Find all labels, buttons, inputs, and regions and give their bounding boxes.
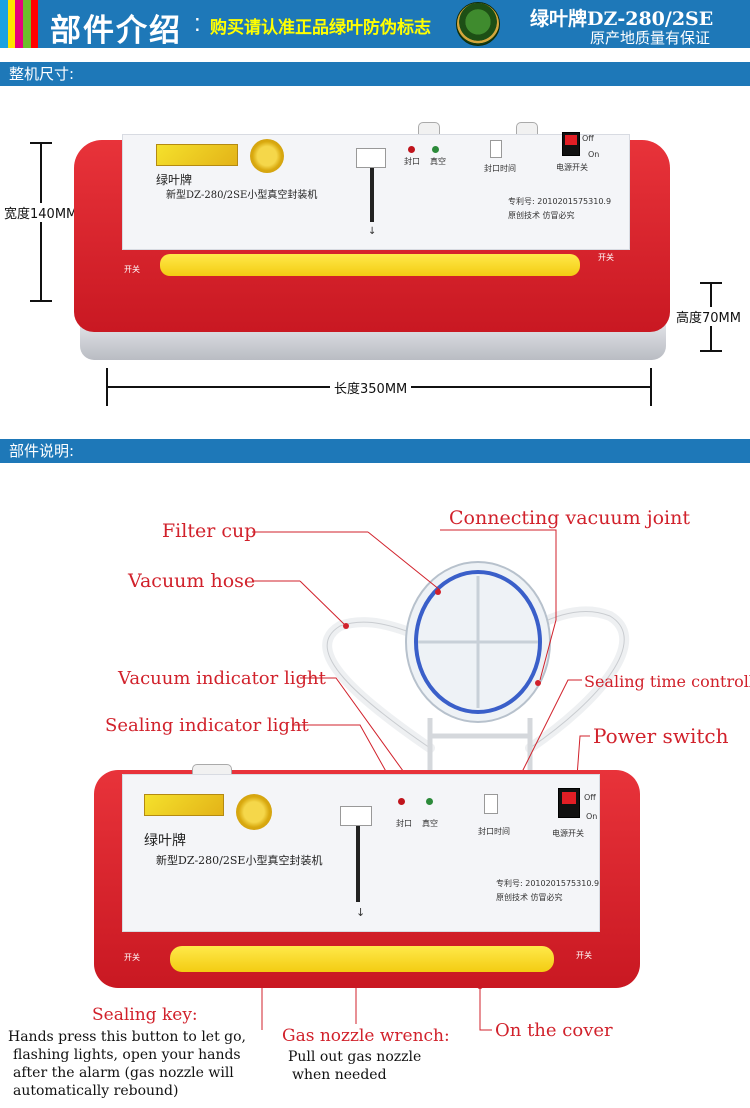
sealing-light-label: 封口: [404, 157, 420, 166]
callout-sealing-time: Sealing time controller: [584, 672, 750, 691]
section-dimensions-title: 整机尺寸:: [0, 62, 750, 86]
height-dimension-cap-top: [700, 282, 722, 284]
height-label: 高度70MM: [676, 307, 741, 326]
off-label: Off: [582, 134, 594, 143]
machine2-off-label: Off: [584, 793, 596, 802]
vacuum-light-label: 真空: [430, 157, 446, 166]
machine2-sealing-light-icon: [398, 798, 405, 805]
on-label: On: [588, 150, 600, 159]
sealing-bar: [160, 254, 580, 276]
stripe-4: [23, 0, 31, 48]
callout-power-switch: Power switch: [593, 724, 729, 748]
gas-wrench-desc-2: when needed: [292, 1067, 387, 1083]
callout-vacuum-indicator: Vacuum indicator light: [118, 668, 326, 689]
length-label: 长度350MM: [330, 378, 412, 397]
header-title: 部件介绍: [50, 13, 182, 48]
header-colon: :: [194, 10, 201, 37]
machine2-brand-text: 绿叶牌: [144, 833, 186, 849]
length-dimension-cap-right: [650, 368, 652, 406]
callout-sealing-indicator: Sealing indicator light: [105, 715, 309, 736]
stripe-2: [7, 0, 16, 48]
machine2-slider-slot: [356, 820, 360, 902]
callout-vacuum-hose: Vacuum hose: [128, 570, 256, 592]
header-banner: 部件介绍 : 购买请认准正品绿叶防伪标志 绿叶牌DZ-280/2SE 原产地质量…: [0, 0, 750, 48]
slider-slot: [370, 160, 374, 222]
machine2-sealing-bar: [170, 946, 554, 972]
width-dimension-line: [40, 142, 42, 302]
machine2-open-left-label: 开关: [124, 953, 140, 962]
machine2-power-rocker: [562, 792, 576, 804]
sealing-light-icon: [408, 146, 415, 153]
machine-brand-text: 绿叶牌: [156, 173, 193, 187]
filter-cup-ring: [414, 570, 542, 714]
section-parts-title: 部件说明:: [0, 439, 750, 463]
width-dimension-cap-bottom: [30, 300, 52, 302]
timer-label: 封口时间: [484, 164, 516, 173]
hologram-sticker-icon: [250, 139, 284, 173]
length-dimension-cap-left: [106, 368, 108, 406]
callout-gas-nozzle-wrench: Gas nozzle wrench:: [282, 1026, 450, 1046]
anti-counterfeit-seal-icon: [456, 2, 500, 46]
machine2-hologram-icon: [236, 794, 272, 830]
width-label: 宽度140MM: [4, 203, 78, 222]
gas-nozzle-slider: [356, 148, 386, 168]
callout-sealing-key: Sealing key:: [92, 1005, 198, 1025]
callout-filter-cup: Filter cup: [162, 520, 257, 542]
callout-connecting-vacuum-joint: Connecting vacuum joint: [449, 507, 690, 529]
open-left-label: 开关: [124, 265, 140, 274]
stripe-5: [30, 0, 39, 48]
machine2-on-label: On: [586, 812, 598, 821]
machine2-power-label: 电源开关: [552, 829, 584, 838]
stripe-3: [15, 0, 24, 48]
timer-dial: [490, 140, 502, 158]
machine2-vacuum-light-label: 真空: [422, 819, 438, 828]
brand-gold-plate: [156, 144, 238, 166]
patent-text: 专利号: 2010201575310.9: [508, 197, 612, 206]
machine2-gas-nozzle-slider: [340, 806, 372, 826]
brand-subtitle: 原产地质量有保证: [590, 29, 711, 47]
machine2-patent-text-2: 原创技术 仿冒必究: [496, 893, 563, 902]
stripe-1: [0, 0, 8, 48]
open-right-label: 开关: [598, 253, 614, 262]
stripe-6: [38, 0, 47, 48]
patent-text-2: 原创技术 仿冒必究: [508, 211, 575, 220]
power-label: 电源开关: [556, 163, 588, 172]
height-dimension-cap-bottom: [700, 350, 722, 352]
sealing-key-desc-2: flashing lights, open your hands: [13, 1047, 241, 1063]
machine2-slider-arrow-icon: ↓: [356, 906, 366, 919]
machine2-open-right-label: 开关: [576, 951, 592, 960]
machine2-patent-text: 专利号: 2010201575310.9: [496, 879, 600, 888]
sealing-key-desc-4: automatically rebound): [13, 1083, 179, 1099]
vacuum-light-icon: [432, 146, 439, 153]
slider-arrow-icon: ↓: [368, 226, 377, 237]
machine2-sealing-light-label: 封口: [396, 819, 412, 828]
brand-model: 绿叶牌DZ-280/2SE: [530, 8, 714, 30]
sealing-key-desc-3: after the alarm (gas nozzle will: [13, 1065, 234, 1081]
width-dimension-cap-top: [30, 142, 52, 144]
callout-on-the-cover: On the cover: [495, 1020, 613, 1041]
machine2-timer-dial: [484, 794, 498, 814]
machine2-timer-label: 封口时间: [478, 827, 510, 836]
sealing-key-desc-1: Hands press this button to let go,: [8, 1029, 246, 1045]
gas-wrench-desc-1: Pull out gas nozzle: [288, 1049, 422, 1065]
power-switch-rocker: [565, 135, 577, 145]
machine2-gold-plate: [144, 794, 224, 816]
machine2-model-text: 新型DZ-280/2SE小型真空封装机: [156, 854, 323, 867]
machine-model-text: 新型DZ-280/2SE小型真空封装机: [166, 190, 318, 201]
machine2-vacuum-light-icon: [426, 798, 433, 805]
color-stripes: [0, 0, 47, 48]
header-slogan: 购买请认准正品绿叶防伪标志: [210, 18, 431, 38]
